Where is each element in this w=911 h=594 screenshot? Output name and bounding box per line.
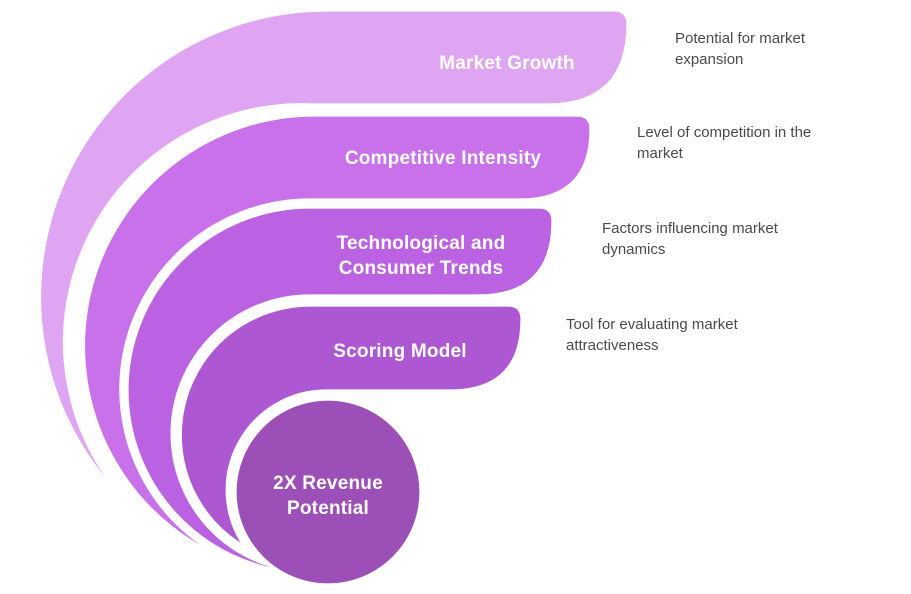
layer-4-shape (178, 303, 524, 550)
layer-2-description: Level of competition in the market (637, 124, 812, 162)
layer-2-shape (81, 113, 593, 567)
layer-1-description: Potential for market expansion (675, 30, 806, 68)
layer-1-shape (37, 8, 630, 572)
layer-4-description: Tool for evaluating market attractivenes… (566, 316, 738, 354)
layer-5-label: 2X Revenue Potential (273, 473, 383, 519)
layer-2-label: Competitive Intensity (344, 148, 542, 169)
layer-3-description: Factors influencing market dynamics (602, 220, 778, 258)
layer-1-label: Market Growth (439, 53, 575, 74)
layer-3-shape (125, 205, 555, 575)
layer-4-label: Scoring Model (333, 341, 467, 362)
layer-5-shape (233, 397, 423, 587)
layer-3-label: Technological and Consumer Trends (336, 233, 506, 279)
